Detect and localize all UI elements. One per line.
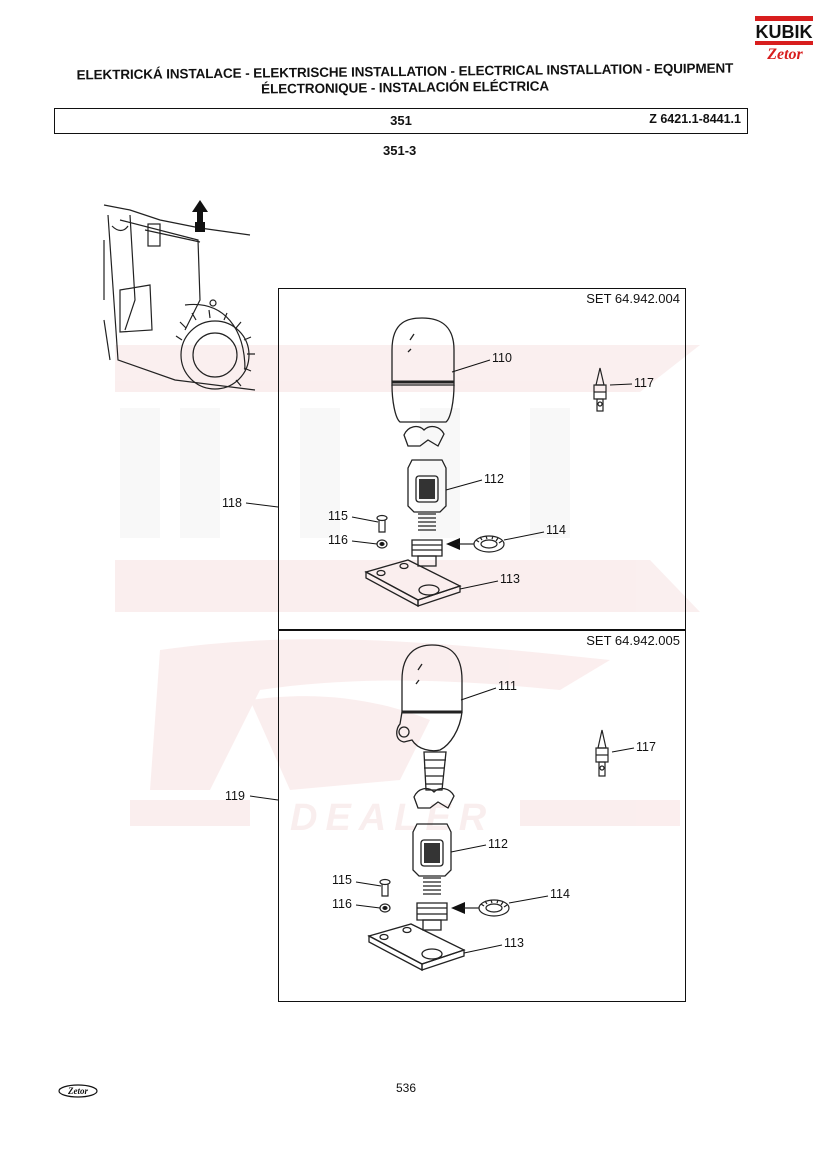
- callout-washer-2: 116: [332, 897, 352, 911]
- svg-text:DEALER: DEALER: [290, 797, 494, 839]
- callout-base-plate-1: 113: [500, 572, 520, 586]
- callout-holder-1: 112: [484, 472, 504, 486]
- zetor-dealer-watermark: DEALER: [130, 639, 680, 839]
- set-panel-2: SET 64.942.005: [278, 630, 686, 1002]
- callout-set-ref-1: 118: [222, 496, 242, 510]
- callout-holder-2: 112: [488, 837, 508, 851]
- svg-text:Zetor: Zetor: [766, 46, 803, 63]
- callout-beacon-1: 110: [492, 351, 512, 365]
- screw-115-drawing: [376, 514, 388, 533]
- base-plate-113b-drawing: [367, 923, 466, 972]
- holder-112-drawing: [407, 459, 447, 567]
- set-panel-1: SET 64.942.004: [278, 288, 686, 630]
- kubik-watermark: [115, 345, 700, 612]
- callout-bulb-1: 117: [634, 376, 654, 390]
- beacon-111-drawing: [396, 644, 463, 809]
- washer-116-drawing: [376, 539, 388, 549]
- callout-washer-1: 116: [328, 533, 348, 547]
- group-number: 351: [390, 113, 412, 128]
- set-1-label: SET 64.942.004: [586, 291, 680, 306]
- callout-beacon-2: 111: [498, 679, 518, 693]
- zetor-footer-logo: Zetor: [58, 1084, 98, 1098]
- callout-lock-washer-2: 114: [550, 887, 570, 901]
- screw-115b-drawing: [379, 878, 391, 897]
- header-info-box: 351 Z 6421.1-8441.1: [54, 108, 748, 134]
- base-plate-113-drawing: [364, 559, 462, 608]
- callout-screw-1: 115: [328, 509, 348, 523]
- svg-text:KUBIK: KUBIK: [756, 22, 813, 42]
- svg-text:Zetor: Zetor: [67, 1086, 88, 1096]
- callout-bulb-2: 117: [636, 740, 656, 754]
- page-number: 536: [396, 1081, 417, 1095]
- lock-washer-114-drawing: [446, 535, 505, 553]
- callout-screw-2: 115: [332, 873, 352, 887]
- holder-112b-drawing: [412, 823, 452, 931]
- callout-base-plate-2: 113: [504, 936, 524, 950]
- model-range: Z 6421.1-8441.1: [649, 112, 741, 126]
- bulb-117-drawing: [593, 367, 607, 412]
- lock-washer-114b-drawing: [451, 899, 510, 917]
- beacon-110-drawing: [391, 317, 455, 447]
- washer-116b-drawing: [379, 903, 391, 913]
- bulb-117b-drawing: [595, 729, 609, 777]
- figure-number: 351-3: [383, 143, 417, 158]
- kubik-zetor-logo: KUBIK Zetor: [755, 16, 813, 63]
- callout-set-ref-2: 119: [225, 789, 245, 803]
- set-2-label: SET 64.942.005: [586, 633, 680, 648]
- callout-lock-washer-1: 114: [546, 523, 566, 537]
